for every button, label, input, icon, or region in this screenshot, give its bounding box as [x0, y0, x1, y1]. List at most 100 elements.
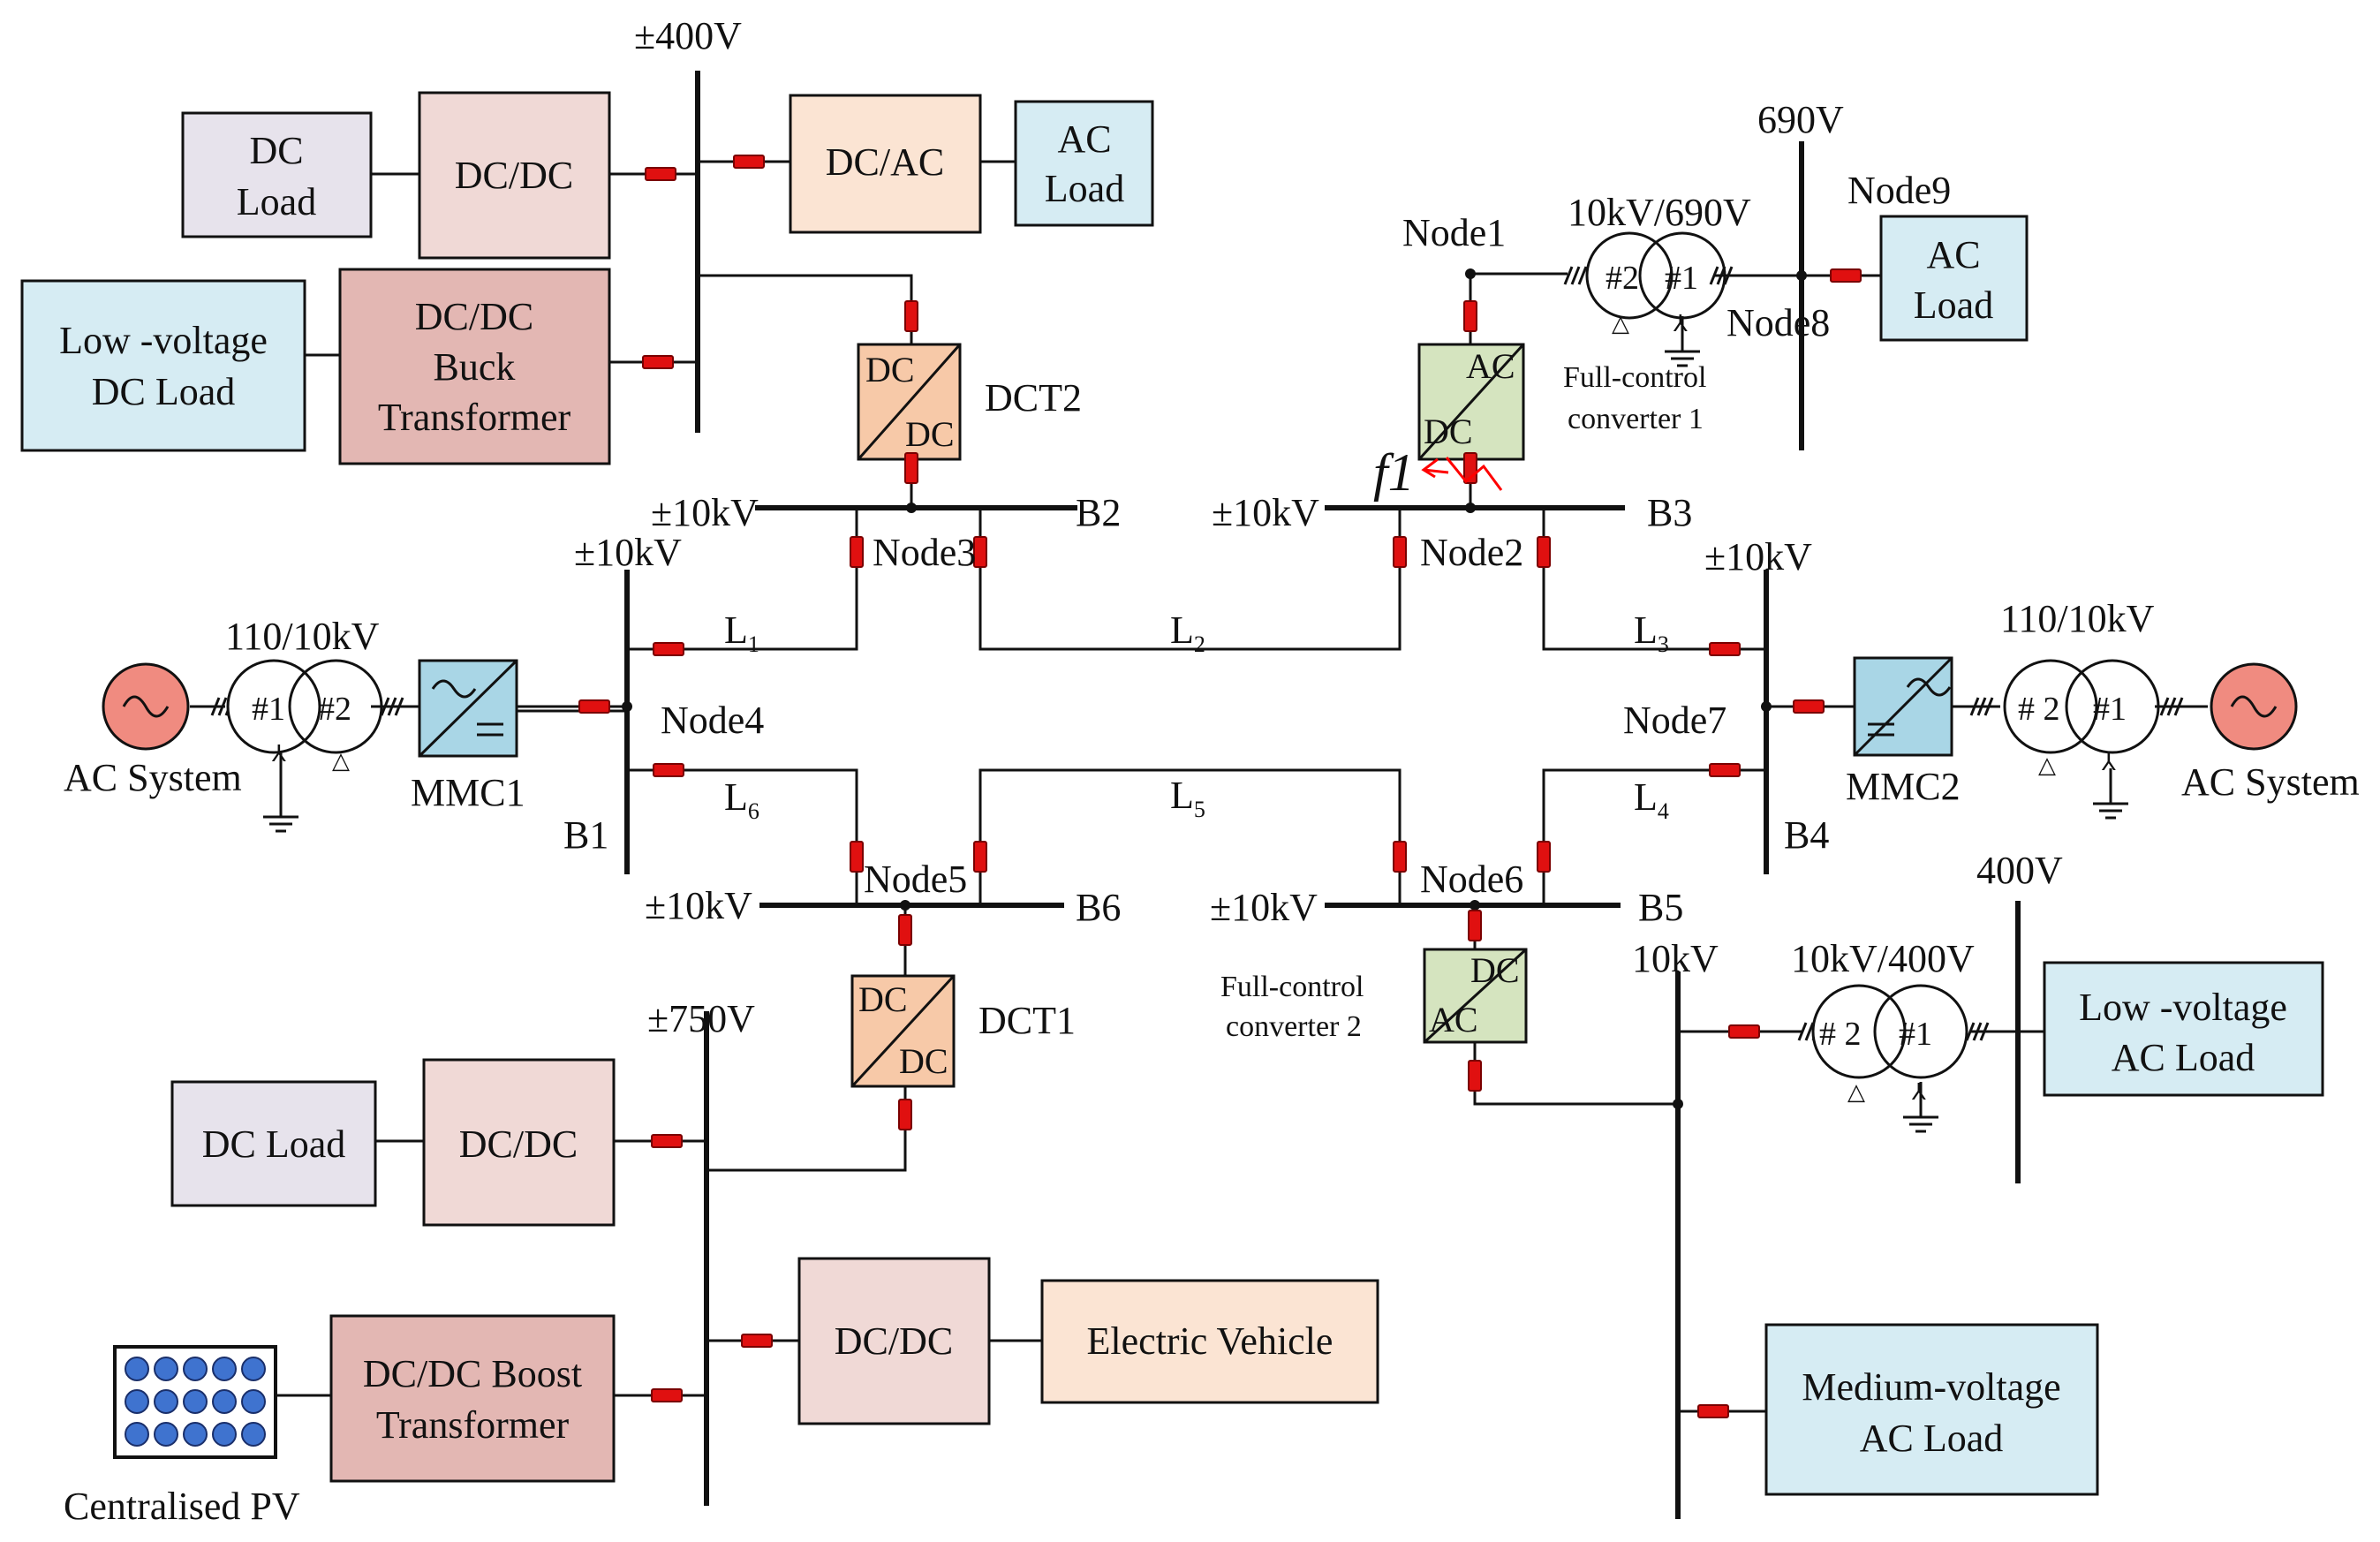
svg-text:10kV/690V: 10kV/690V: [1568, 191, 1751, 234]
svg-text:⅄: ⅄: [1911, 1079, 1926, 1105]
svg-text:#1: #1: [1899, 1016, 1932, 1053]
svg-text:⅄: ⅄: [271, 741, 286, 767]
svg-text:DC: DC: [858, 979, 908, 1019]
svg-text:AC Load: AC Load: [1860, 1417, 2004, 1460]
block-ac-load-node9: AC Load: [1879, 215, 2029, 342]
svg-text:B1: B1: [563, 813, 608, 857]
svg-text:DC/AC: DC/AC: [826, 140, 944, 184]
svg-text:Load: Load: [1914, 283, 1993, 327]
svg-text:Medium-voltage: Medium-voltage: [1802, 1365, 2060, 1409]
svg-text:Transformer: Transformer: [378, 396, 571, 439]
svg-text:MMC1: MMC1: [411, 771, 525, 814]
svg-text:Node2: Node2: [1420, 531, 1523, 574]
ac-source-left: AC System: [64, 662, 242, 799]
svg-text:DCT1: DCT1: [978, 999, 1076, 1042]
svg-text:Node1: Node1: [1402, 211, 1506, 254]
svg-text:Full-control: Full-control: [1220, 971, 1364, 1003]
svg-text:DC/DC: DC/DC: [459, 1122, 578, 1166]
svg-text:△: △: [332, 748, 350, 774]
svg-text:B4: B4: [1784, 813, 1829, 857]
svg-text:AC: AC: [1466, 346, 1515, 386]
svg-text:B3: B3: [1647, 491, 1692, 534]
svg-text:±10kV: ±10kV: [574, 531, 682, 574]
svg-text:10kV: 10kV: [1632, 937, 1719, 980]
transformer-left: #1 #2 110/10kV ⅄ △: [210, 615, 404, 833]
fault-indicator: f1: [1373, 443, 1503, 502]
svg-text:Centralised PV: Centralised PV: [64, 1485, 300, 1528]
svg-text:# 2: # 2: [1819, 1016, 1862, 1053]
svg-text:converter 1: converter 1: [1568, 403, 1704, 435]
svg-text:DCT2: DCT2: [985, 376, 1082, 420]
svg-text:Node5: Node5: [864, 858, 967, 901]
svg-text:converter 2: converter 2: [1226, 1010, 1362, 1043]
block-dc-load-bottom: DC Load: [170, 1080, 377, 1207]
svg-text:DC: DC: [905, 414, 955, 454]
svg-text:⅄: ⅄: [1673, 311, 1688, 336]
svg-text:DC/DC: DC/DC: [835, 1319, 953, 1363]
svg-text:Low -voltage: Low -voltage: [2079, 986, 2287, 1029]
transformer-node1: #2 #1 10kV/690V △ ⅄: [1563, 191, 1751, 367]
block-ac-load-top: AC Load: [1014, 100, 1154, 227]
svg-text:DC: DC: [1424, 412, 1473, 451]
svg-text:DC: DC: [899, 1041, 948, 1081]
svg-text:Node4: Node4: [661, 699, 764, 742]
svg-text:AC: AC: [1429, 1000, 1478, 1039]
svg-text:Low -voltage: Low -voltage: [59, 319, 268, 362]
svg-text:Node6: Node6: [1420, 858, 1523, 901]
svg-text:Transformer: Transformer: [376, 1403, 570, 1447]
svg-text:DC: DC: [249, 129, 303, 172]
svg-text:110/10kV: 110/10kV: [2000, 597, 2155, 640]
svg-text:MMC2: MMC2: [1846, 765, 1961, 808]
mmc2: MMC2: [1846, 656, 1961, 808]
block-dc-load-top: DC Load: [181, 111, 373, 238]
svg-text:L1: L1: [724, 608, 759, 657]
svg-text:DC/DC: DC/DC: [455, 154, 573, 197]
svg-text:110/10kV: 110/10kV: [225, 615, 380, 658]
svg-text:DC/DC Boost: DC/DC Boost: [363, 1352, 582, 1395]
block-dcdc-buck: DC/DC Buck Transformer: [338, 268, 611, 465]
svg-text:Load: Load: [237, 180, 316, 223]
breakers: [578, 155, 1862, 1418]
svg-text:DC/DC: DC/DC: [415, 295, 533, 338]
svg-text:#2: #2: [318, 691, 351, 728]
svg-text:L4: L4: [1634, 775, 1669, 824]
block-lv-dc-load: Low -voltage DC Load: [20, 279, 306, 452]
svg-text:10kV/400V: 10kV/400V: [1791, 937, 1975, 980]
transformer-right: # 2 #1 110/10kV △ ⅄: [1969, 597, 2184, 820]
svg-text:#2: #2: [1606, 260, 1639, 297]
transformer-lv: # 2 #1 10kV/400V △ ⅄: [1791, 937, 1990, 1133]
junction-dots: [622, 268, 1807, 1109]
svg-text:B5: B5: [1638, 886, 1683, 929]
svg-text:DC: DC: [865, 350, 915, 389]
block-dcdc-boost: DC/DC Boost Transformer: [329, 1314, 616, 1483]
block-dcdc-ev: DC/DC: [797, 1257, 991, 1425]
svg-text:±10kV: ±10kV: [1704, 535, 1812, 578]
block-mv-ac-load: Medium-voltage AC Load: [1764, 1323, 2099, 1496]
svg-text:#1: #1: [252, 691, 285, 728]
svg-text:Load: Load: [1045, 167, 1124, 210]
svg-text:# 2: # 2: [2018, 691, 2060, 728]
svg-text:Electric Vehicle: Electric Vehicle: [1087, 1319, 1334, 1363]
svg-text:DC: DC: [1470, 950, 1520, 990]
svg-text:400V: 400V: [1976, 849, 2063, 892]
bus-labels: B2 B3 B1 B4 B6 B5: [563, 491, 1829, 929]
svg-text:B2: B2: [1076, 491, 1121, 534]
svg-text:Node9: Node9: [1847, 169, 1951, 212]
svg-text:f1: f1: [1373, 443, 1415, 502]
svg-text:AC: AC: [1926, 233, 1980, 276]
svg-text:△: △: [2038, 752, 2056, 778]
converter-fcc2: DC AC Full-control converter 2: [1220, 948, 1528, 1044]
svg-text:AC System: AC System: [2181, 760, 2360, 804]
svg-text:±10kV: ±10kV: [1210, 886, 1318, 929]
svg-text:±750V: ±750V: [647, 997, 755, 1040]
block-dcac-top: DC/AC: [789, 94, 982, 234]
block-dcdc-top: DC/DC: [418, 91, 611, 260]
converter-dct1: DC DC DCT1: [850, 974, 1076, 1088]
node-labels: Node1 Node2 Node3 Node4 Node5 Node6 Node…: [661, 169, 1951, 901]
svg-text:±400V: ±400V: [634, 14, 742, 57]
svg-text:AC Load: AC Load: [2112, 1036, 2255, 1079]
svg-text:#1: #1: [1665, 260, 1698, 297]
voltage-labels: ±400V 690V ±10kV ±10kV ±10kV ±10kV ±10kV…: [574, 14, 2063, 1040]
svg-text:L5: L5: [1170, 774, 1205, 822]
